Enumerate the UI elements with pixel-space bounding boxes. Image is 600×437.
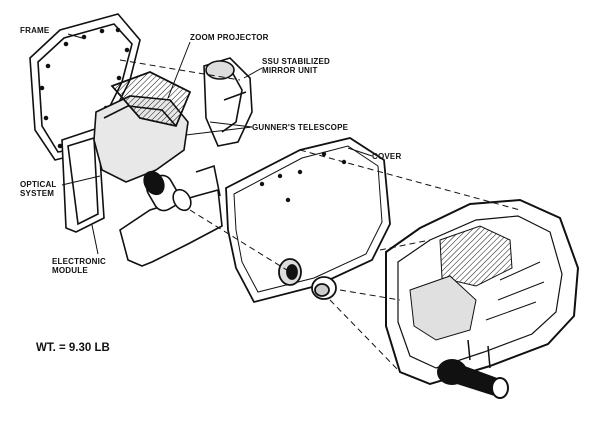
label-ssu-line2: MIRROR UNIT bbox=[262, 66, 318, 75]
leader-lines bbox=[62, 34, 372, 254]
label-ssu-line1: SSU STABILIZED bbox=[262, 57, 330, 66]
ssu-mirror-part bbox=[204, 58, 252, 146]
label-optical-line2: SYSTEM bbox=[20, 189, 55, 198]
label-electronic-line2: MODULE bbox=[52, 266, 88, 275]
cover-part bbox=[226, 138, 390, 302]
label-optical-line1: OPTICAL bbox=[20, 180, 57, 189]
label-cover: COVER bbox=[372, 152, 402, 161]
weight-label: WT. = 9.30 LB bbox=[36, 342, 110, 354]
label-frame: FRAME bbox=[20, 26, 50, 35]
assembled-unit bbox=[386, 200, 578, 398]
label-gunners-telescope: GUNNER'S TELESCOPE bbox=[252, 123, 349, 132]
optical-system-part bbox=[94, 72, 194, 214]
label-zoom-projector: ZOOM PROJECTOR bbox=[190, 33, 269, 42]
alignment-lines bbox=[120, 60, 520, 372]
label-electronic-line1: ELECTRONIC bbox=[52, 257, 106, 266]
